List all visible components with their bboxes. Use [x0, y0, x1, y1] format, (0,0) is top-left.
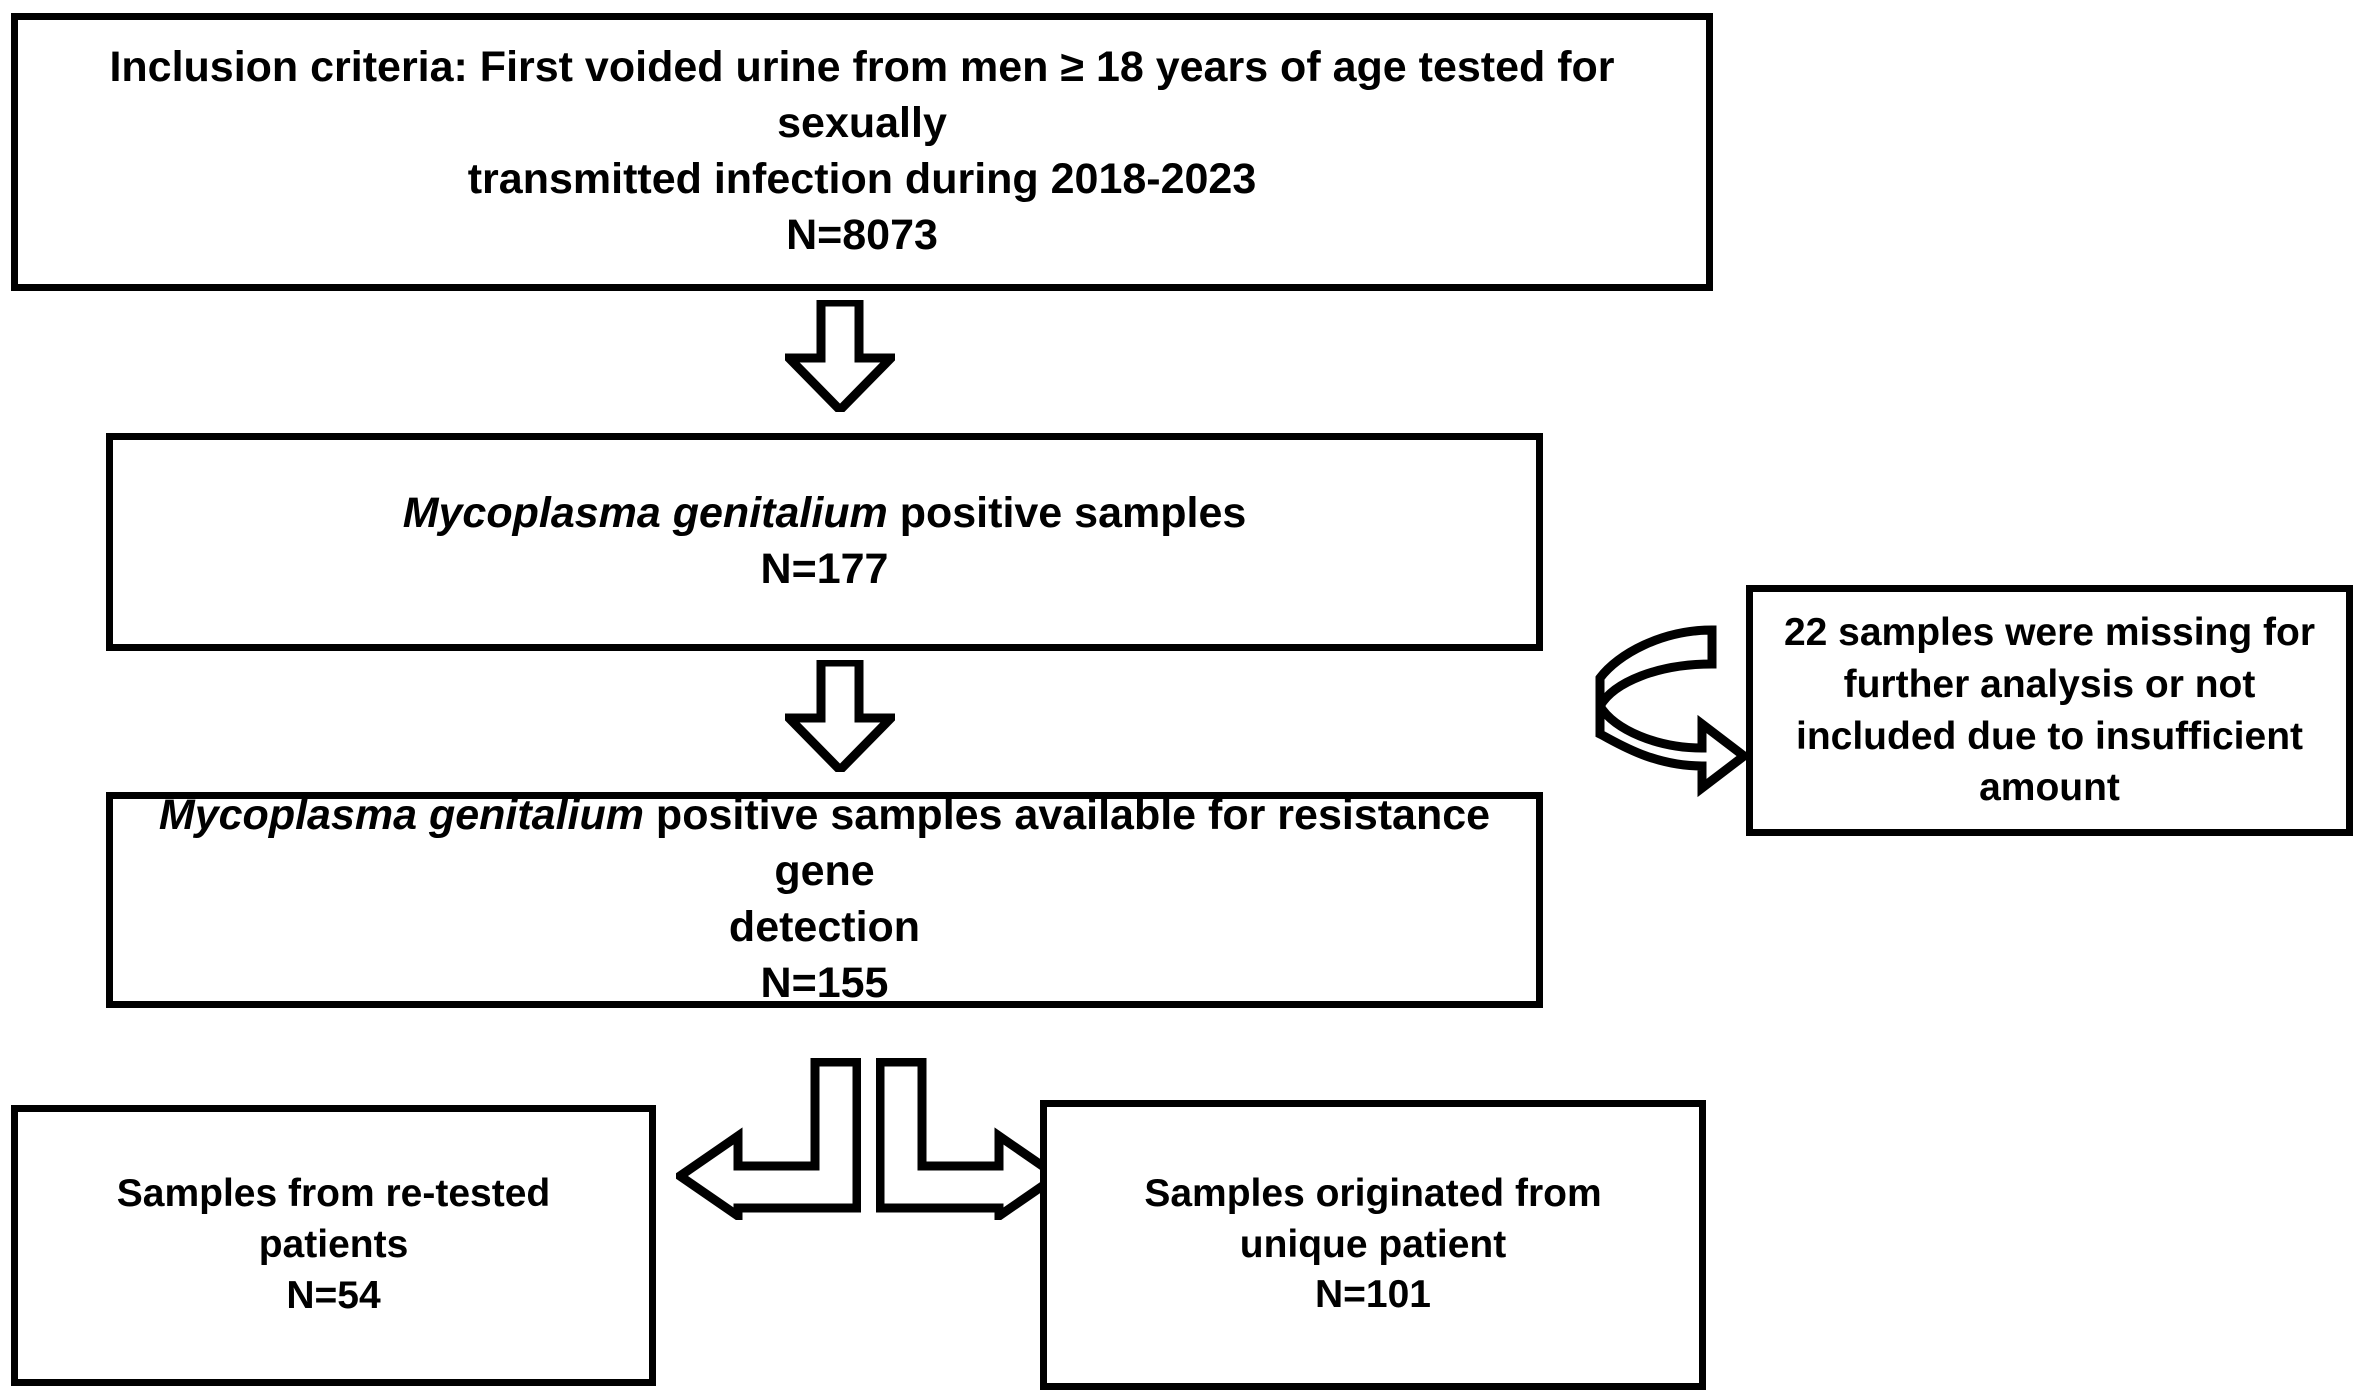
box-inclusion-criteria: Inclusion criteria: First voided urine f… — [11, 13, 1713, 291]
box-unique-patient-text: Samples originated from unique patient N… — [1047, 1169, 1699, 1321]
unique-line-2: unique patient — [1239, 1222, 1507, 1266]
missing-line-3: included due to insufficient — [1796, 714, 2303, 758]
mg-available-count: N=155 — [760, 958, 889, 1007]
mg-positive-species: Mycoplasma genitalium — [402, 489, 888, 538]
box-mycoplasma-available-text: Mycoplasma genitalium positive samples a… — [113, 788, 1536, 1012]
arrow-bent-right-icon — [876, 1058, 1061, 1220]
inclusion-count: N=8073 — [786, 210, 938, 259]
box-missing-samples-text: 22 samples were missing for further anal… — [1753, 607, 2346, 814]
arrow-curved-right-icon — [1595, 625, 1752, 798]
arrow-down-icon-1 — [785, 300, 895, 412]
retested-count: N=54 — [286, 1273, 381, 1317]
box-unique-patient: Samples originated from unique patient N… — [1040, 1100, 1706, 1390]
missing-line-2: further analysis or not — [1843, 662, 2256, 706]
box-mycoplasma-available: Mycoplasma genitalium positive samples a… — [106, 791, 1543, 1008]
retested-line-1: Samples from re-tested — [116, 1172, 551, 1216]
box-mycoplasma-positive-text: Mycoplasma genitalium positive samples N… — [113, 486, 1536, 598]
unique-line-1: Samples originated from — [1144, 1171, 1602, 1215]
arrow-bent-left-icon — [676, 1058, 861, 1220]
inclusion-line-1: Inclusion criteria: First voided urine f… — [109, 43, 1615, 148]
mg-available-line-1: Mycoplasma genitalium positive samples a… — [131, 788, 1518, 900]
retested-line-2: patients — [258, 1223, 409, 1267]
mg-available-line-1-rest: positive samples available for resistanc… — [643, 791, 1491, 896]
box-inclusion-criteria-text: Inclusion criteria: First voided urine f… — [18, 40, 1706, 264]
box-mycoplasma-positive: Mycoplasma genitalium positive samples N… — [106, 433, 1543, 651]
mg-available-species: Mycoplasma genitalium — [158, 791, 644, 840]
arrow-down-icon-2 — [785, 660, 895, 772]
missing-line-4: amount — [1979, 766, 2120, 810]
box-retested-patients-text: Samples from re-tested patients N=54 — [18, 1169, 649, 1321]
box-retested-patients: Samples from re-tested patients N=54 — [11, 1105, 656, 1386]
missing-line-1: 22 samples were missing for — [1783, 610, 2316, 654]
mg-available-line-2: detection — [728, 903, 921, 951]
unique-count: N=101 — [1314, 1273, 1431, 1317]
mg-positive-line-1-rest: positive samples — [887, 489, 1247, 538]
mg-positive-count: N=177 — [760, 545, 889, 593]
box-missing-samples: 22 samples were missing for further anal… — [1746, 585, 2353, 836]
inclusion-line-2: transmitted infection during 2018-2023 — [467, 155, 1257, 203]
mg-positive-line-1: Mycoplasma genitalium positive samples — [131, 486, 1518, 542]
